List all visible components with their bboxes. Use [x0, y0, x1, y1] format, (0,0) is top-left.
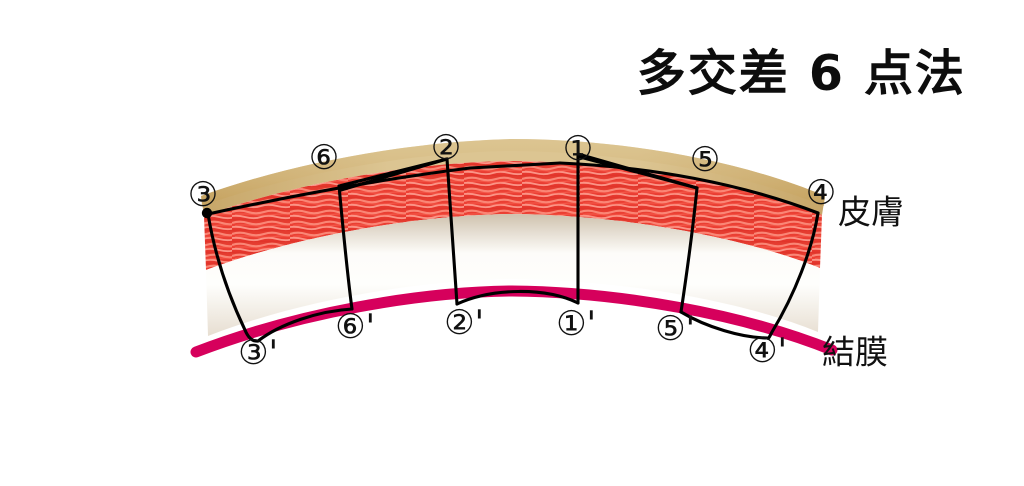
- marker-5: ⑤: [689, 140, 721, 180]
- marker-2: ②: [430, 128, 462, 168]
- marker-6-prime: ⑥': [335, 307, 375, 347]
- conjunctival-arc-3prime-6prime: [256, 307, 354, 343]
- marker-4-prime: ④': [747, 331, 787, 371]
- marker-6: ⑥: [308, 138, 340, 178]
- marker-1-prime: ①': [556, 304, 596, 344]
- conjunctival-arc-5prime-4prime: [679, 310, 770, 340]
- suture-6-to-6prime: [337, 184, 354, 311]
- suture-5-to-5prime: [679, 186, 699, 314]
- marker-3: ③: [187, 175, 219, 215]
- suture-3-to-3prime: [206, 212, 260, 343]
- page-title: 多交差 6 点法: [636, 45, 966, 102]
- marker-4: ④: [805, 173, 837, 213]
- marker-5-prime: ⑤': [655, 309, 695, 349]
- orbicularis-muscle-layer: [204, 161, 822, 270]
- suture-surface-line-right: [558, 161, 820, 215]
- conjunctival-arc-2prime-1prime: [455, 289, 580, 306]
- conjunctiva-label: 結膜: [822, 332, 888, 372]
- suture-2-upper-cross: [339, 157, 449, 192]
- suture-4-to-4prime: [766, 211, 820, 340]
- skin-layer-shade: [201, 139, 825, 206]
- suture-entry-point-3: [201, 207, 213, 219]
- tarsus-layer: [206, 214, 820, 336]
- marker-1: ①: [562, 129, 594, 169]
- suture-5-upper-cross: [578, 155, 699, 190]
- skin-label: 皮膚: [838, 192, 904, 232]
- suture-2-to-2prime: [445, 157, 459, 306]
- marker-2-prime: ②': [444, 303, 484, 343]
- suture-threads: [201, 152, 820, 343]
- marker-3-prime: ③': [238, 333, 278, 373]
- tissue-layers: [190, 139, 838, 358]
